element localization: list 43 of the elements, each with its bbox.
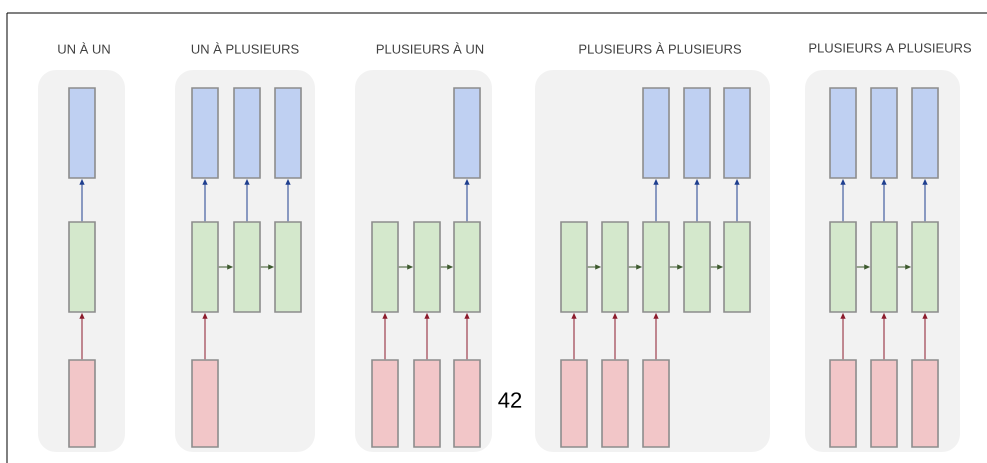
page-number: 42 xyxy=(498,392,522,408)
hidden-state-box xyxy=(560,221,588,313)
input-box xyxy=(829,359,857,448)
hidden-state-box xyxy=(191,221,219,313)
input-box xyxy=(371,359,399,448)
input-box xyxy=(191,359,219,448)
hidden-state-box xyxy=(413,221,441,313)
output-box xyxy=(829,87,857,179)
hidden-state-box xyxy=(829,221,857,313)
hidden-state-box xyxy=(371,221,399,313)
hidden-state-box xyxy=(683,221,711,313)
output-box xyxy=(233,87,261,179)
input-box xyxy=(870,359,898,448)
hidden-state-box xyxy=(68,221,96,313)
hidden-state-box xyxy=(233,221,261,313)
output-box xyxy=(723,87,751,179)
output-box xyxy=(274,87,302,179)
input-box xyxy=(413,359,441,448)
panel-title: PLUSIEURS À PLUSIEURS xyxy=(579,42,742,54)
hidden-state-box xyxy=(274,221,302,313)
input-box xyxy=(453,359,481,448)
hidden-state-box xyxy=(642,221,670,313)
hidden-state-box xyxy=(601,221,629,313)
hidden-state-box xyxy=(723,221,751,313)
output-box xyxy=(870,87,898,179)
input-box xyxy=(601,359,629,448)
panel-title: PLUSIEURS À UN xyxy=(376,42,484,54)
output-box xyxy=(683,87,711,179)
output-box xyxy=(911,87,939,179)
panel-title: PLUSIEURS A PLUSIEURS xyxy=(809,43,972,53)
output-box xyxy=(191,87,219,179)
hidden-state-box xyxy=(911,221,939,313)
hidden-state-box xyxy=(453,221,481,313)
output-box xyxy=(642,87,670,179)
panel-title: UN À PLUSIEURS xyxy=(192,42,299,54)
input-box xyxy=(560,359,588,448)
input-box xyxy=(68,359,96,448)
hidden-state-box xyxy=(870,221,898,313)
input-box xyxy=(911,359,939,448)
output-box xyxy=(68,87,96,179)
output-box xyxy=(453,87,481,179)
panel-title: UN À UN xyxy=(58,42,110,54)
input-box xyxy=(642,359,670,448)
